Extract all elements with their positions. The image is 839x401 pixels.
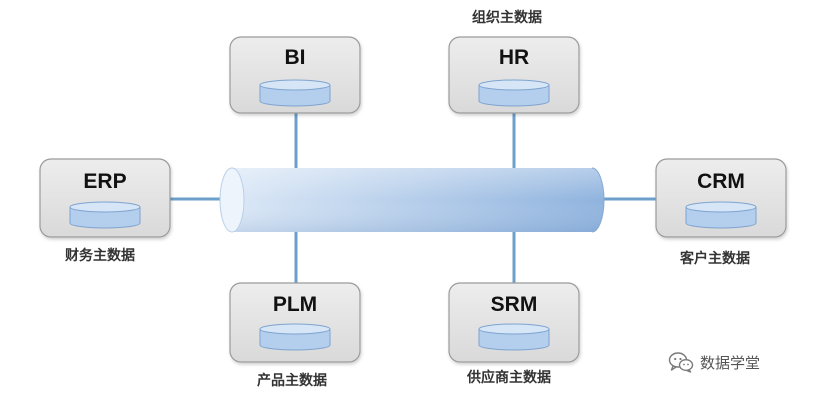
system-label-srm: SRM bbox=[491, 293, 538, 316]
system-box-crm: CRM bbox=[655, 158, 787, 238]
data-bus-pipe bbox=[219, 167, 605, 233]
system-box-srm: SRM bbox=[448, 282, 580, 363]
system-label-erp: ERP bbox=[83, 170, 126, 193]
caption-crm: 客户主数据 bbox=[680, 251, 750, 267]
system-label-plm: PLM bbox=[273, 293, 317, 316]
database-icon bbox=[259, 79, 331, 107]
caption-hr: 组织主数据 bbox=[472, 10, 542, 26]
connectors bbox=[170, 113, 657, 285]
system-box-plm: PLM bbox=[229, 282, 361, 363]
wechat-icon bbox=[668, 352, 694, 373]
system-box-hr: HR bbox=[448, 36, 580, 114]
system-box-erp: ERP bbox=[39, 158, 171, 238]
caption-srm: 供应商主数据 bbox=[467, 370, 551, 386]
database-icon bbox=[685, 201, 757, 229]
watermark-text: 数据学堂 bbox=[700, 353, 761, 372]
database-icon bbox=[69, 201, 141, 229]
database-icon bbox=[478, 323, 550, 351]
system-label-hr: HR bbox=[499, 46, 529, 69]
database-icon bbox=[259, 323, 331, 351]
watermark: 数据学堂 bbox=[668, 351, 760, 373]
caption-erp: 财务主数据 bbox=[65, 248, 135, 264]
system-label-crm: CRM bbox=[697, 170, 745, 193]
database-icon bbox=[478, 79, 550, 107]
system-label-bi: BI bbox=[285, 46, 306, 69]
caption-plm: 产品主数据 bbox=[257, 373, 327, 389]
system-box-bi: BI bbox=[229, 36, 361, 114]
